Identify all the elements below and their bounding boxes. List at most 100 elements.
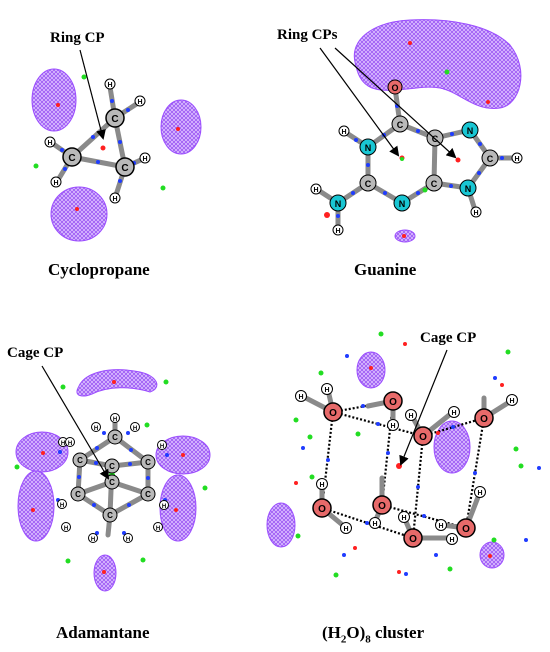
hydrogen-atom: H xyxy=(61,522,71,532)
svg-text:H: H xyxy=(107,82,112,89)
hydrogen-atom: H xyxy=(159,500,169,510)
bond-critical-point xyxy=(361,404,365,408)
oxygen-atom: O xyxy=(383,391,403,411)
hydrogen-atom: H xyxy=(448,406,460,418)
cage-critical-point xyxy=(400,157,404,161)
cage-critical-point xyxy=(307,434,313,440)
carbon-atom: C xyxy=(72,452,88,468)
svg-text:H: H xyxy=(514,156,519,163)
svg-text:H: H xyxy=(509,398,514,405)
bond-critical-point xyxy=(126,431,130,435)
svg-text:H: H xyxy=(298,394,303,401)
svg-text:H: H xyxy=(390,423,395,430)
bond-critical-point xyxy=(110,99,114,103)
bond-critical-point xyxy=(91,135,95,139)
hydrogen-atom: H xyxy=(369,517,381,529)
svg-text:H: H xyxy=(142,156,147,163)
carbon-atom: C xyxy=(102,507,118,523)
isosurface-lobe xyxy=(76,369,158,397)
svg-text:O: O xyxy=(419,432,427,443)
svg-text:H: H xyxy=(113,417,117,423)
water-cluster-caption: (H2O)8 cluster xyxy=(322,623,424,645)
bond-critical-point xyxy=(416,485,420,489)
hydrogen-atom: H xyxy=(310,183,322,195)
oxygen-atom: O xyxy=(413,426,433,446)
hydrogen-atom: H xyxy=(110,413,120,423)
svg-text:H: H xyxy=(133,426,137,432)
water-critical-points xyxy=(293,331,541,578)
isosurface-lobe xyxy=(433,420,471,474)
svg-text:H: H xyxy=(53,180,58,187)
ring-critical-point xyxy=(488,554,492,558)
bond-critical-point xyxy=(366,163,370,167)
carbon-atom: C xyxy=(105,108,125,128)
ring-critical-point xyxy=(403,342,407,346)
bond-critical-point xyxy=(60,148,64,152)
svg-text:O: O xyxy=(318,504,326,515)
water-cluster-panel: O O O O O O O O H H H H H H H H H H H H … xyxy=(266,331,541,578)
bond-critical-point xyxy=(449,184,453,188)
cage-critical-point xyxy=(422,187,428,193)
guanine-critical-points xyxy=(324,41,504,238)
svg-text:C: C xyxy=(397,120,404,130)
carbon-atom: C xyxy=(70,486,86,502)
hydrogen-atom: H xyxy=(295,390,307,402)
svg-text:N: N xyxy=(465,184,472,194)
svg-text:H: H xyxy=(61,441,65,447)
hydrogen-atom: H xyxy=(134,95,146,107)
svg-text:H: H xyxy=(335,228,340,235)
cage-critical-point xyxy=(333,572,339,578)
svg-text:H: H xyxy=(324,387,329,394)
bond-critical-point xyxy=(524,538,528,542)
svg-text:O: O xyxy=(389,397,397,408)
water-atoms: O O O O O O O O H H H H H H H H H H H H … xyxy=(295,383,518,548)
hydrogen-atom: H xyxy=(435,519,447,531)
cage-critical-point xyxy=(293,417,299,423)
bond-critical-point xyxy=(450,132,454,136)
ring-critical-point xyxy=(176,127,180,131)
hydrogen-atom: H xyxy=(44,136,56,148)
guanine-panel: O C N C N C C N C N N H H H H H xyxy=(310,19,523,243)
svg-text:C: C xyxy=(145,490,151,499)
cage-critical-point xyxy=(202,485,208,491)
hydrogen-atom: H xyxy=(474,486,486,498)
adamantane-cage-cp-label: Cage CP xyxy=(7,345,64,361)
svg-text:C: C xyxy=(68,153,75,164)
cage-critical-point xyxy=(295,533,301,539)
svg-text:H: H xyxy=(68,441,72,447)
bond-critical-point xyxy=(95,446,99,450)
hydrogen-atom: H xyxy=(157,440,167,450)
bond-critical-point xyxy=(96,160,100,164)
hydrogen-atom: H xyxy=(446,533,458,545)
hydrogen-atom: H xyxy=(332,224,344,236)
bond-critical-point xyxy=(386,451,390,455)
cyclopropane-isosurfaces xyxy=(31,68,202,242)
bond-critical-point xyxy=(354,138,358,142)
oxygen-atom: O xyxy=(312,498,332,518)
guanine-atoms: O C N C N C C N C N N H H H H H xyxy=(310,79,523,236)
nitrogen-atom: N xyxy=(359,138,377,156)
svg-text:N: N xyxy=(467,126,474,136)
bond-critical-point xyxy=(404,572,408,576)
svg-text:N: N xyxy=(335,199,342,209)
svg-text:O: O xyxy=(329,408,337,419)
hydrogen-atom: H xyxy=(88,533,98,543)
ring-critical-point xyxy=(41,451,45,455)
cage-critical-point xyxy=(33,163,39,169)
carbon-atom: C xyxy=(104,458,120,474)
cage-critical-point xyxy=(491,537,497,543)
svg-text:H: H xyxy=(438,523,443,530)
hydrogen-atom: H xyxy=(153,522,163,532)
cyclopropane-caption: Cyclopropane xyxy=(48,260,150,279)
bond-critical-point xyxy=(94,461,98,465)
bond-critical-point xyxy=(118,179,122,183)
carbon-atom: C xyxy=(481,149,499,167)
svg-text:O: O xyxy=(480,414,488,425)
svg-text:C: C xyxy=(77,456,83,465)
nitrogen-atom: N xyxy=(461,121,479,139)
hydrogen-atom: H xyxy=(139,152,151,164)
svg-text:H: H xyxy=(156,526,160,532)
svg-text:H: H xyxy=(162,504,166,510)
ring-critical-point xyxy=(500,383,504,387)
